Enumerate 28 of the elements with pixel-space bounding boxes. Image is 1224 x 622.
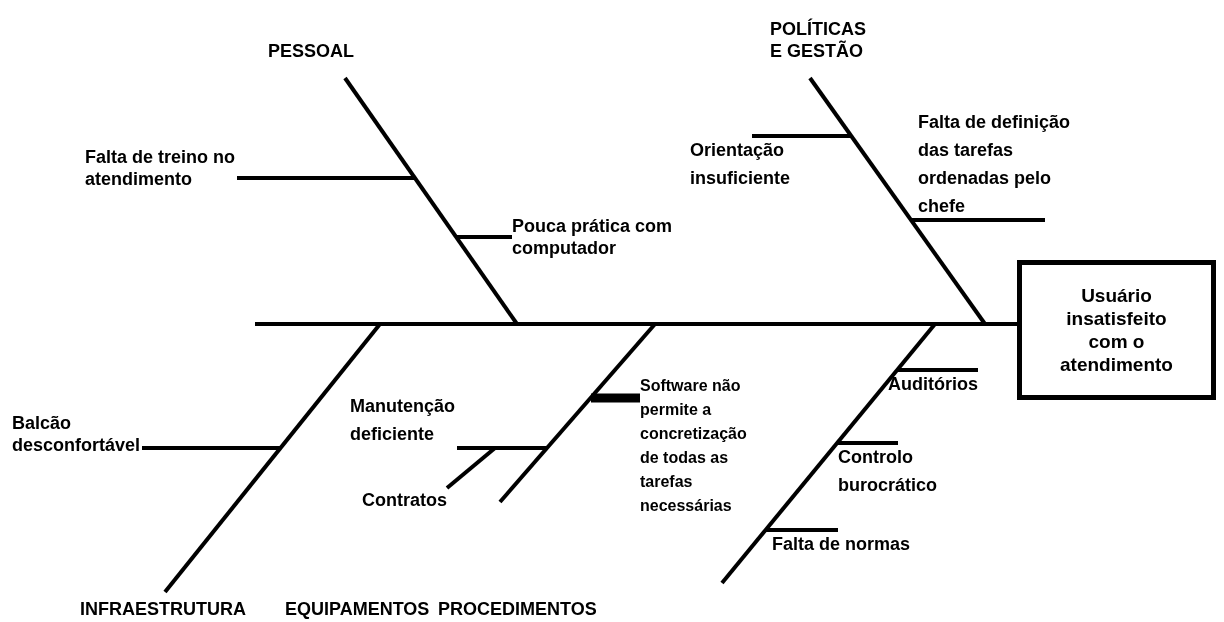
- category-label: INFRAESTRUTURA: [80, 598, 246, 620]
- spine-line: [255, 322, 1017, 326]
- cause-label: Controlo burocrático: [838, 443, 939, 499]
- cause-label: Auditórios: [888, 370, 978, 398]
- cause-label: Software não permite a concretização de todas as tarefas necessárias: [640, 374, 748, 518]
- cause-label: Orientação insuficiente: [690, 136, 792, 192]
- branch-line: [837, 441, 900, 445]
- cause-label: Falta de normas: [772, 530, 911, 558]
- branch-line: [455, 446, 547, 450]
- branch-line: [140, 446, 280, 450]
- branch-line: [766, 528, 840, 532]
- cause-label: Balcão desconfortável: [12, 412, 142, 456]
- effect-box: [1017, 260, 1216, 400]
- branch-line: [897, 368, 980, 372]
- cause-label: Falta de definição das tarefas ordenadas pelo chefe: [918, 108, 1072, 220]
- cause-label: Manutenção deficiente: [350, 392, 457, 448]
- branch-line: [456, 235, 514, 239]
- category-label: PESSOAL: [268, 40, 355, 62]
- category-label: PROCEDIMENTOS: [438, 598, 597, 620]
- category-label: POLÍTICAS E GESTÃO: [770, 18, 867, 62]
- branch-line: [235, 176, 415, 180]
- cause-label: Contratos: [362, 488, 447, 512]
- category-label: EQUIPAMENTOS: [285, 598, 430, 620]
- branch-line: [750, 134, 851, 138]
- cause-label: Falta de treino no atendimento: [85, 146, 237, 190]
- branch-line: [911, 218, 1047, 222]
- cause-label: Pouca prática com computador: [512, 215, 674, 259]
- effect-label: Usuário insatisfeito com o atendimento: [1059, 284, 1174, 376]
